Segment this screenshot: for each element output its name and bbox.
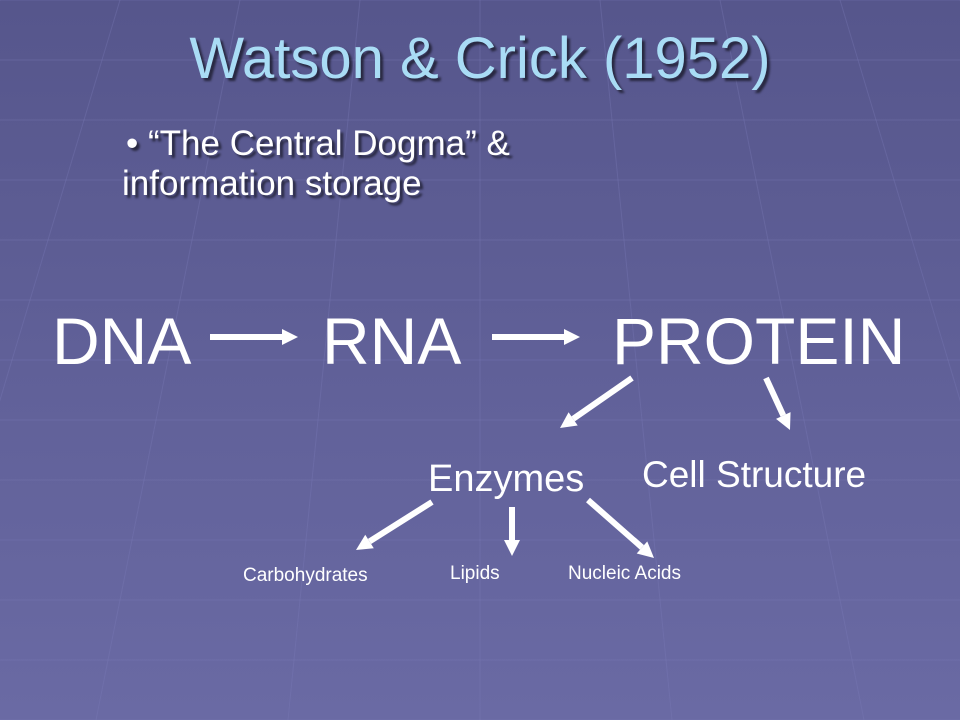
node-enzymes: Enzymes (428, 458, 585, 500)
node-dna: DNA (52, 304, 192, 378)
arrow-protein-to-cell_structure (763, 376, 791, 430)
node-protein: PROTEIN (612, 304, 906, 378)
node-carbohydrates: Carbohydrates (243, 565, 368, 586)
arrow-enzymes-to-nucleic_acids (586, 497, 654, 558)
bullet-item: • “The Central Dogma” & information stor… (122, 124, 682, 204)
arrow-protein-to-enzymes (560, 375, 634, 428)
bullet-dot-icon: • (126, 124, 139, 163)
arrow-enzymes-to-carbohydrates (356, 499, 434, 550)
node-cell-structure: Cell Structure (642, 454, 867, 495)
arrow-enzymes-to-lipids (504, 507, 520, 556)
arrow-dna-to-rna (210, 329, 298, 345)
node-nucleic-acids: Nucleic Acids (568, 563, 681, 584)
node-rna: RNA (322, 304, 462, 378)
slide-title: Watson & Crick (1952) (189, 26, 771, 91)
arrow-rna-to-protein (492, 329, 580, 345)
node-lipids: Lipids (450, 563, 500, 584)
bullet-text: “The Central Dogma” & information storag… (122, 124, 510, 203)
